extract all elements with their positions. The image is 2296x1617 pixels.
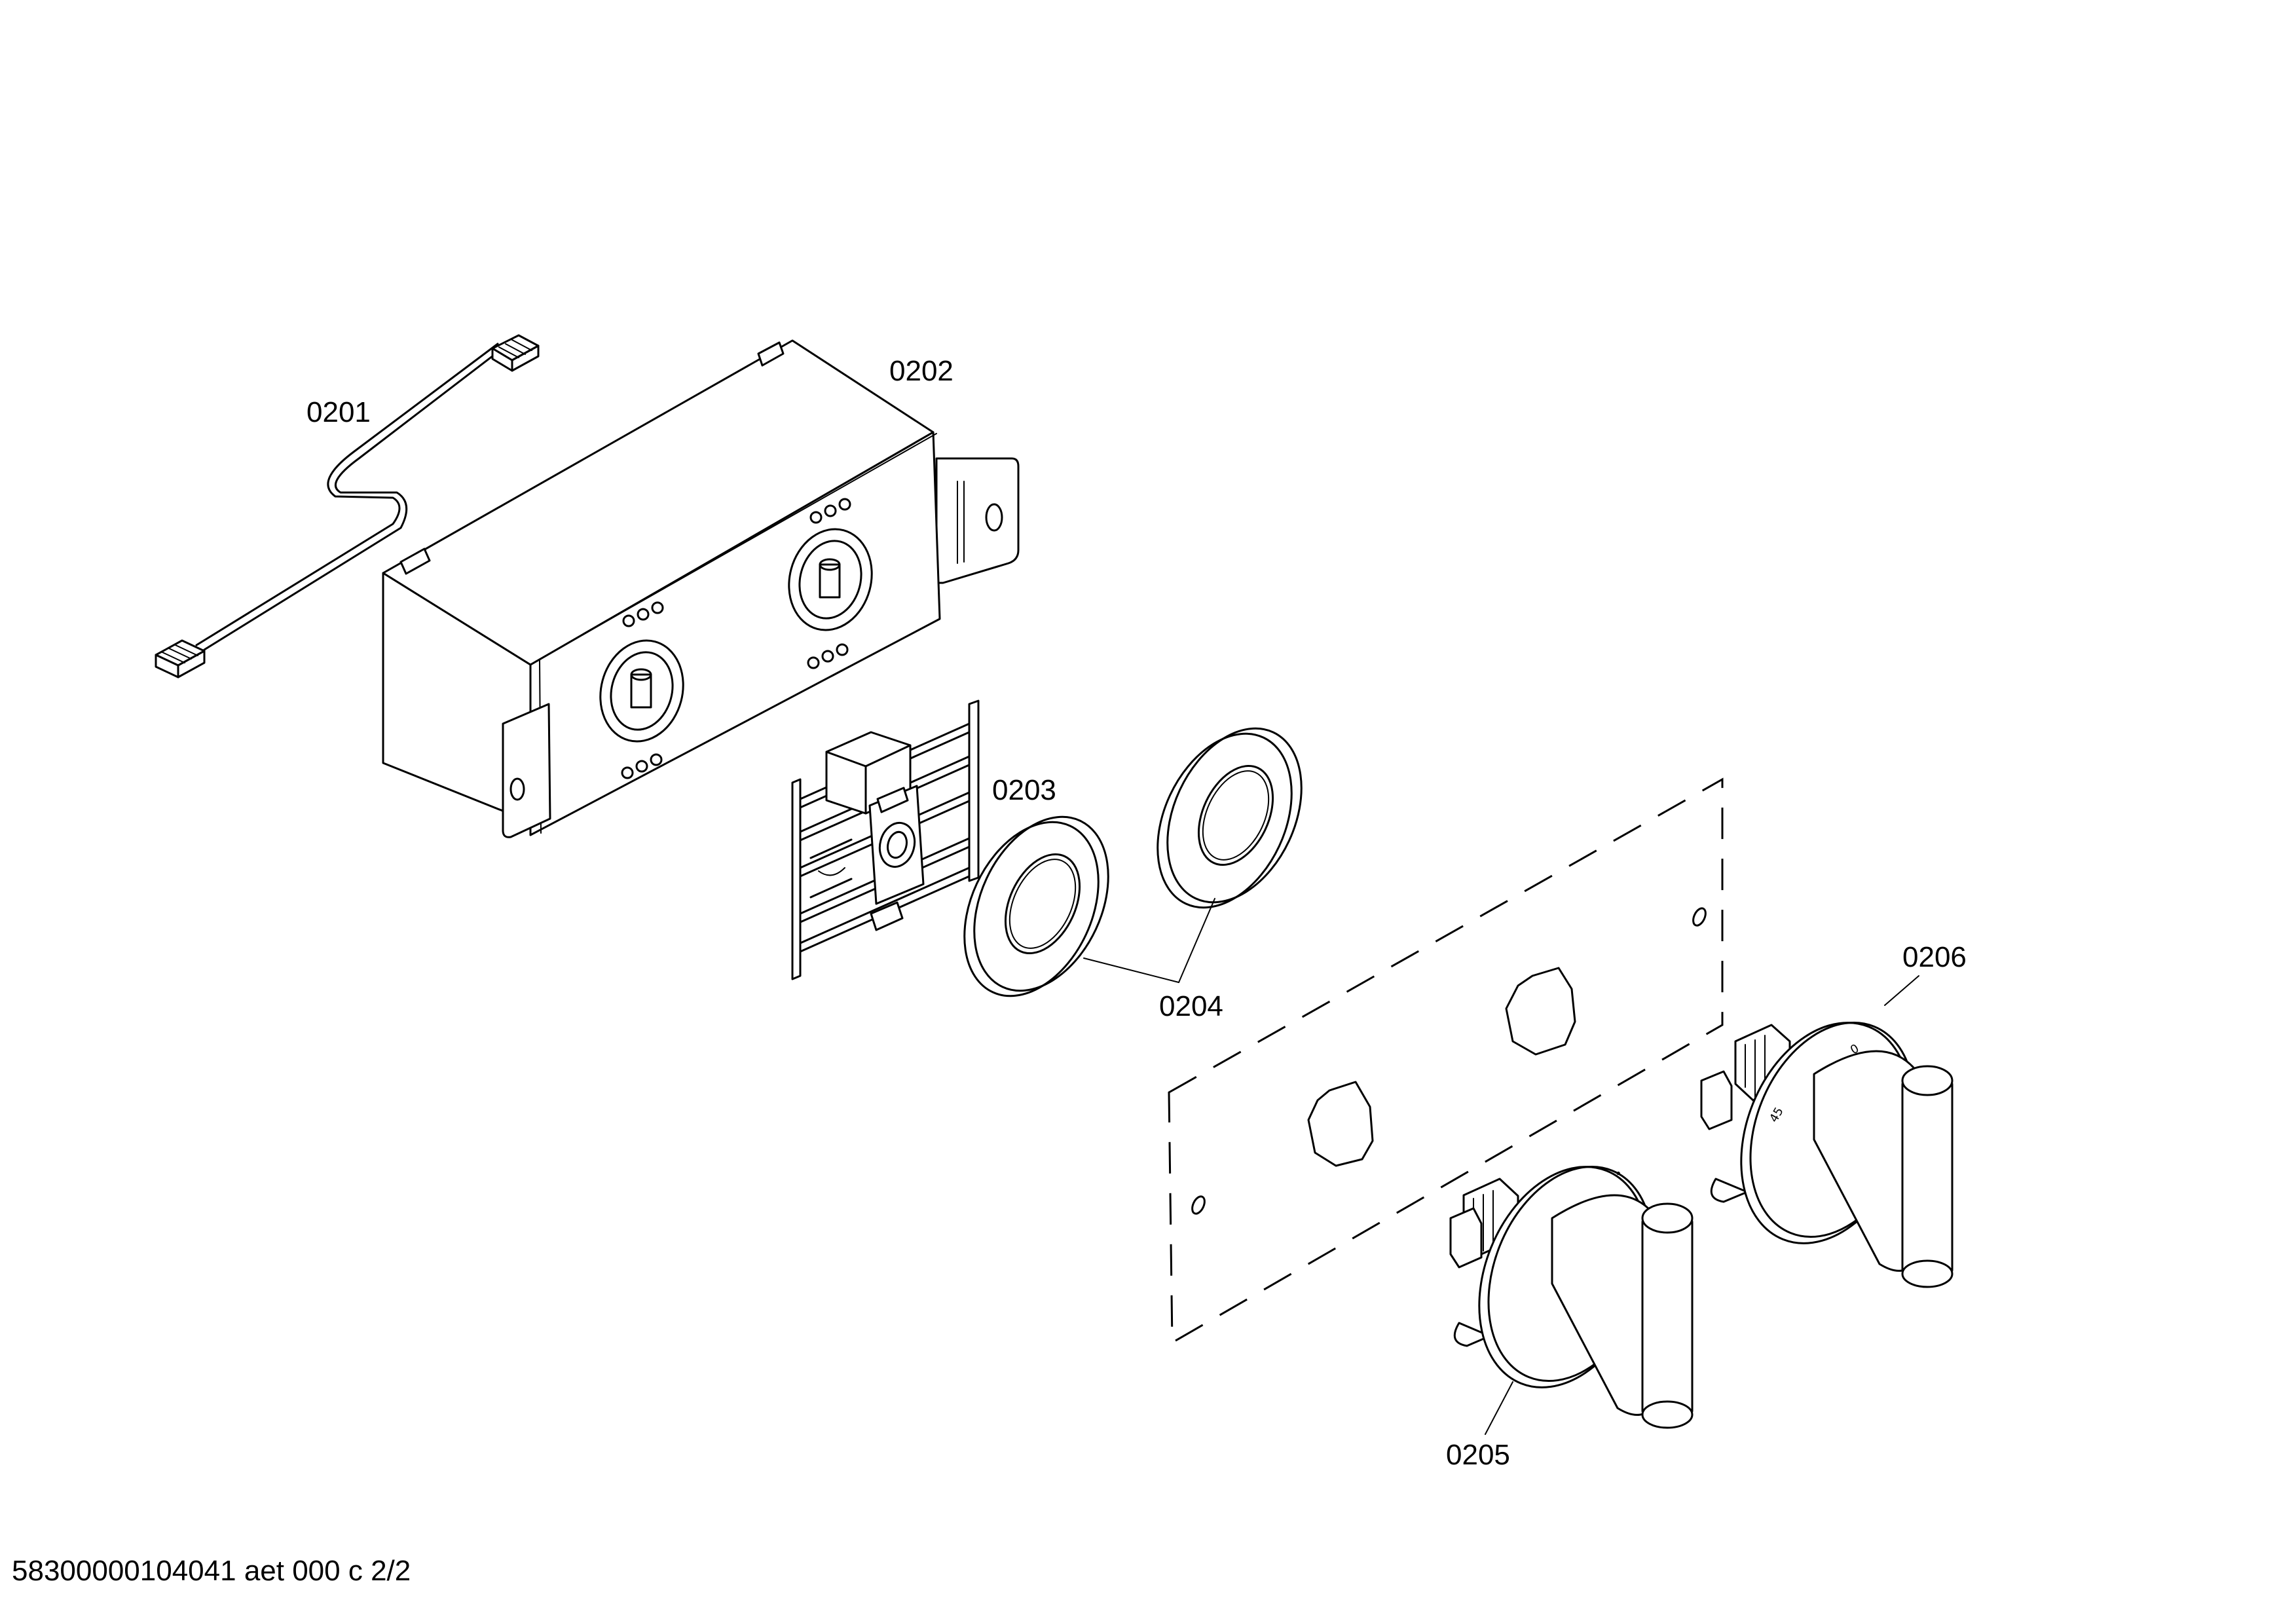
callout-0204: 0204 [1159,990,1223,1022]
callout-0201: 0201 [306,396,371,428]
sealing-ring-2 [1157,727,1303,909]
leader-lines [1083,898,1919,1435]
drawing-reference-footer: 58300000104041 aet 000 c 2/2 [12,1555,411,1587]
sealing-rings [963,727,1303,997]
callout-0202: 0202 [889,355,954,387]
callout-0203: 0203 [992,774,1056,806]
housing-aperture-right [788,498,873,669]
switch-module [791,699,980,980]
sealing-ring-1 [963,815,1109,997]
housing-aperture-left [599,601,684,779]
cable-plug-top [491,334,540,372]
control-panel-outline [1168,777,1724,1345]
cable-assembly [155,334,540,678]
cable-plug-bottom [155,639,206,678]
control-housing [382,339,1020,838]
callout-0206: 0206 [1902,941,1967,973]
callout-0205: 0205 [1446,1439,1510,1471]
control-knob-right: 0 45 [1700,1021,1953,1288]
control-knob-left: • [1449,1165,1694,1429]
